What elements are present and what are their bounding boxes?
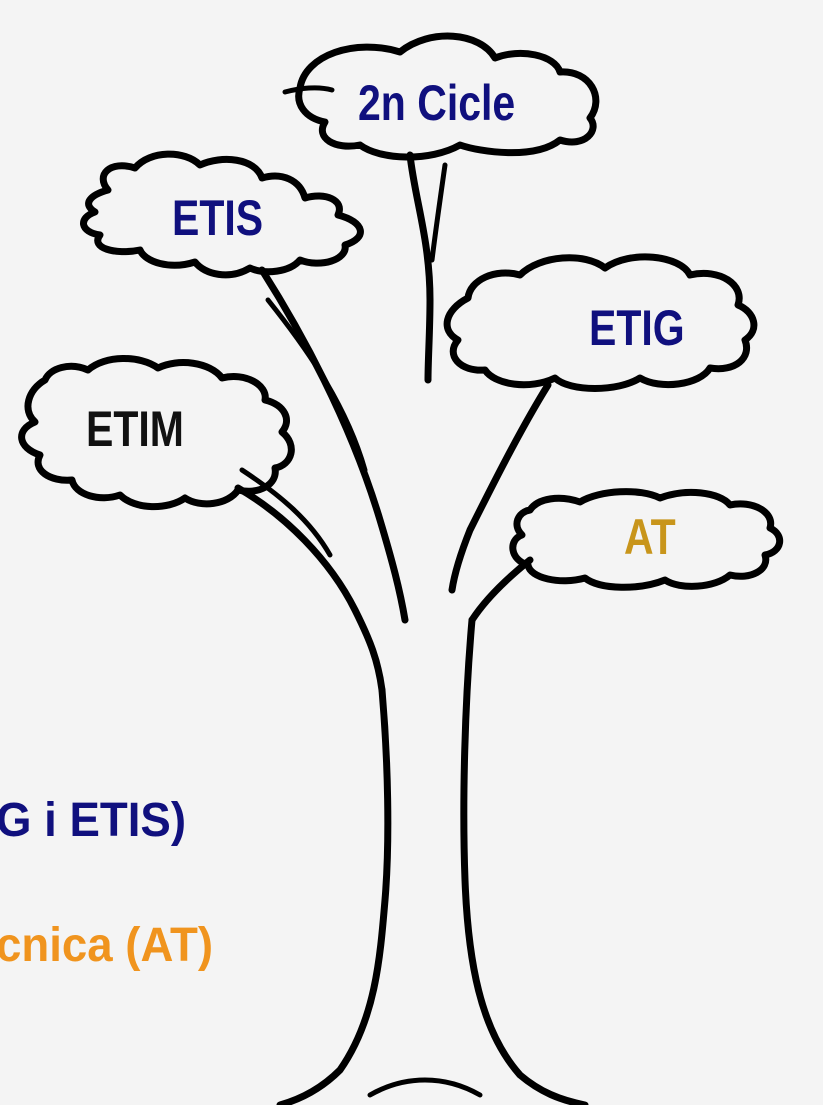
branch-etim [234,484,386,694]
legend-line-2: cnica (AT) [0,919,214,972]
trunk-right [460,616,589,1105]
cloud-etig [443,253,758,392]
branch-label-etis: ETIS [172,190,264,246]
cloud-top [295,32,600,161]
legend-line-1: G i ETIS) [0,794,187,847]
trunk-left [276,686,392,1105]
branch-label-2n-cicle: 2n Cicle [358,75,516,131]
branch-label-etim: ETIM [86,401,184,457]
branch-top [406,151,434,384]
branch-etis [258,266,409,624]
branch-etig [448,381,552,594]
branch-label-etig: ETIG [589,300,685,356]
roots [367,1077,483,1098]
branch-at [468,556,534,624]
cloud-etis [80,150,364,279]
branch-label-at: AT [624,509,676,565]
